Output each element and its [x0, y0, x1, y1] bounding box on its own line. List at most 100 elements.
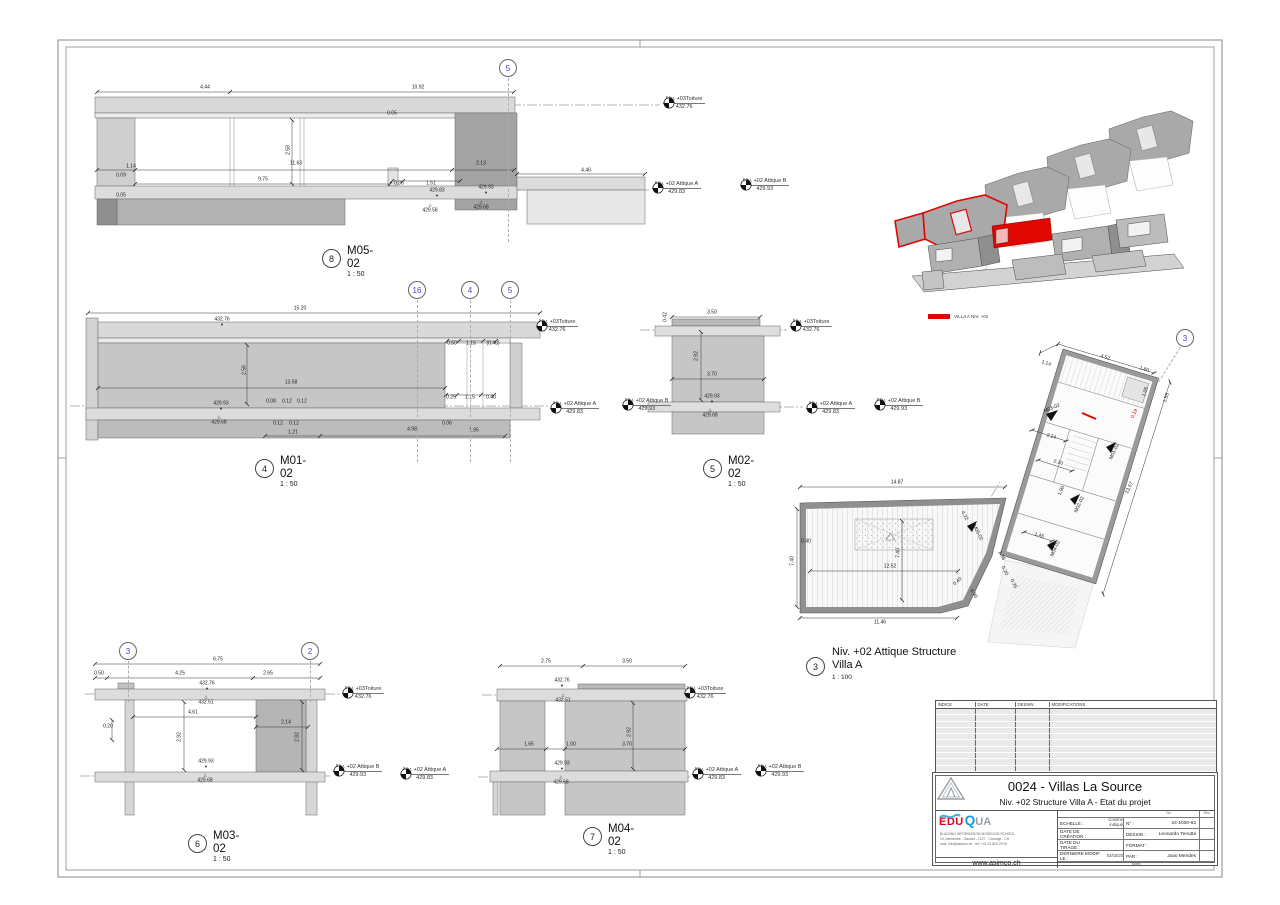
scale-label: ECHELLE : — [1060, 820, 1084, 826]
legend-color-swatch — [928, 314, 950, 319]
dim-label: 3.70 — [707, 371, 717, 378]
company-address: BUILDING INFORMATION MODELING SCHOOL 10,… — [936, 828, 1057, 857]
company-line-3: mail: info@asimco.ch - tel: +41 22 823 2… — [940, 842, 1008, 847]
level-name: Niv. +03Toiture — [536, 319, 579, 328]
dim-label: 0.12 — [273, 420, 283, 427]
dim-label: 3.70 — [622, 741, 632, 748]
company-line-1: BUILDING INFORMATION MODELING SCHOOL — [940, 832, 1015, 836]
section-scale: 1 : 50 — [728, 481, 746, 489]
plan-view-title: Niv. +02 Attique Structure 3 Villa A 1 :… — [806, 646, 1066, 681]
section-m05-02-geometry — [94, 96, 646, 226]
dim-label: 0.12 — [289, 420, 299, 427]
revision-header-cell: INDICE — [936, 702, 976, 707]
dim-label: 4.46 — [581, 167, 591, 174]
datum-symbol-icon — [874, 399, 886, 411]
title-block: 0024 - Villas La Source Niv. +02 Structu… — [932, 772, 1218, 868]
level-elevation: 432.76 — [802, 327, 820, 334]
dim-label: 0.40 — [486, 394, 496, 401]
section-m02-02-geometry — [647, 318, 781, 435]
dim-label: ▼ — [435, 193, 439, 198]
creation-date-label: DATE DE CRÉATION : — [1060, 829, 1086, 839]
level-name: Niv. +02 Attique B — [622, 398, 672, 407]
eduqua-ua: UA — [975, 816, 992, 828]
grid-line — [470, 300, 471, 462]
dim-label: 429.93 — [198, 758, 214, 765]
dim-label: 432.51 — [198, 699, 214, 706]
dim-label: △ — [561, 692, 565, 697]
datum-symbol-icon — [755, 765, 767, 777]
title-block-inner-border: 0024 - Villas La Source Niv. +02 Structu… — [935, 775, 1215, 868]
legend: VILLA A NIV. +02 — [928, 314, 988, 319]
level-elevation: 429.83 — [708, 775, 725, 782]
revision-cell — [1016, 734, 1050, 740]
dim-label: ▼ — [205, 686, 209, 691]
dim-label: △ — [708, 407, 712, 412]
dim-label: 10.92 — [411, 84, 425, 91]
level-elevation: 429.93 — [890, 406, 908, 413]
level-elevation: 429.93 — [756, 186, 774, 193]
dim-label: 1.21 — [288, 429, 298, 436]
revision-cell — [1050, 759, 1216, 764]
revision-cell — [1050, 740, 1216, 745]
level-elevation: 429.93 — [638, 406, 656, 413]
dim-label: 0.50 — [447, 340, 457, 347]
revision-cell — [1050, 747, 1216, 752]
revision-table-row — [936, 715, 1216, 722]
datum-symbol-icon — [400, 768, 412, 780]
revision-cell — [976, 715, 1016, 721]
level-elevation: 432.76 — [354, 694, 372, 701]
grid-bubble: 3 — [119, 642, 137, 660]
rev-cell — [1199, 851, 1214, 861]
section-number: 5 — [703, 459, 722, 478]
dim-label: 429.68 — [473, 204, 489, 211]
dim-label: 429.58 — [422, 207, 438, 214]
revision-cell — [1050, 715, 1216, 720]
dim-label: 4.98 — [407, 426, 417, 433]
section-m03-02-geometry — [94, 682, 326, 816]
revision-cell — [1050, 766, 1216, 771]
revision-cell — [1016, 753, 1050, 759]
revision-cell — [936, 746, 976, 753]
dim-label: 429.68 — [197, 777, 213, 784]
revision-table-row — [936, 740, 1216, 747]
level-elevation: 429.83 — [566, 409, 583, 416]
revision-cell — [976, 709, 1016, 715]
dim-label: ▼ — [220, 322, 224, 327]
drawing-title: Niv. +02 Structure Villa A - Etat du pro… — [936, 794, 1214, 811]
dimension-lines — [85, 89, 1172, 773]
company-line-2: 10, Alexandre - Gavard - 1227 - Carouge … — [940, 837, 1010, 842]
company-website: www.asimco.ch — [936, 857, 1057, 868]
datum-symbol-icon — [684, 687, 696, 699]
dim-label: 0.36 — [394, 180, 404, 187]
revision-cell — [976, 765, 1016, 771]
dim-label: 1.65 — [524, 741, 534, 748]
level-name: Niv. +02 Attique A — [400, 767, 450, 776]
number-label: N° : — [1123, 818, 1152, 828]
revision-cell — [936, 715, 976, 721]
level-name: Niv. +03Toiture — [790, 319, 833, 328]
dim-label: 429.93 — [704, 393, 720, 400]
level-name: Niv. +02 Attique B — [333, 764, 383, 773]
dim-label: 3.50 — [707, 309, 717, 316]
section-number: 6 — [188, 834, 207, 853]
level-name: Niv. +02 Attique A — [550, 401, 600, 410]
dim-label: △ — [559, 774, 563, 779]
dim-label: 1.51 — [426, 180, 436, 187]
revision-cell — [976, 727, 1016, 734]
